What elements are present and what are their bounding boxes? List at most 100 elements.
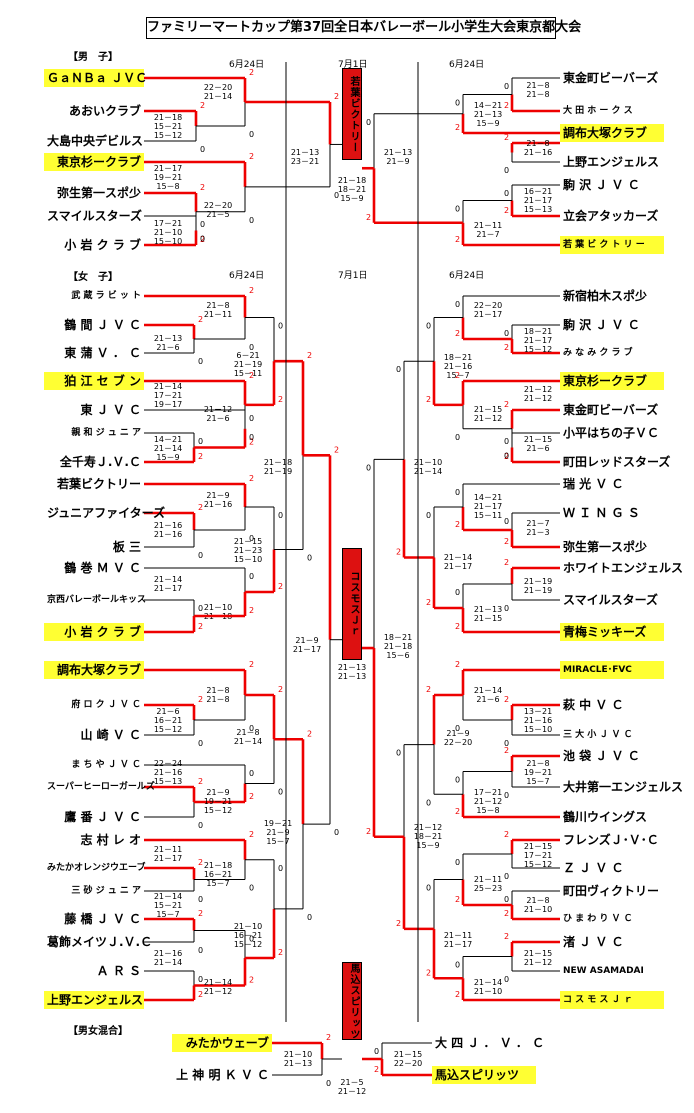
set-count: 0 — [396, 749, 401, 758]
set-count: 0 — [278, 322, 283, 331]
set-count: 2 — [278, 948, 283, 957]
set-count: 2 — [198, 777, 203, 786]
team-name: 大島中央デビルス — [47, 134, 144, 148]
team-name: 弥生第一スポ少 — [563, 540, 648, 554]
set-count: 0 — [504, 189, 509, 198]
set-count: 0 — [249, 935, 254, 944]
team-name: 萩 中 Ｖ Ｃ — [563, 698, 624, 712]
team-name: 調布大塚クラブ — [44, 661, 144, 679]
team-name: 板 三 — [112, 540, 141, 554]
set-count: 2 — [249, 474, 254, 483]
team-name: 馬込スピリッツ — [432, 1066, 536, 1084]
set-count: 2 — [366, 827, 371, 836]
set-count: 2 — [504, 558, 509, 567]
set-count: 2 — [366, 213, 371, 222]
set-count: 2 — [198, 990, 203, 999]
team-name: みたかオレンジウエーブ — [47, 863, 146, 873]
set-count: 2 — [200, 183, 205, 192]
set-count: 2 — [426, 685, 431, 694]
set-count: 2 — [200, 235, 205, 244]
set-count: 2 — [504, 343, 509, 352]
set-count: 2 — [334, 92, 339, 101]
team-name: 鷹 番 Ｊ Ｖ Ｃ — [64, 810, 141, 824]
team-name: 上 神 明 Ｋ Ｖ Ｃ — [176, 1068, 269, 1082]
set-count: 0 — [307, 554, 312, 563]
set-count: 0 — [249, 414, 254, 423]
team-name: 鶴川ウイングス — [563, 810, 648, 824]
set-count: 2 — [504, 537, 509, 546]
set-count: 2 — [426, 968, 431, 977]
set-count: 2 — [198, 315, 203, 324]
team-name: Ｗ Ｉ Ｎ Ｇ Ｓ — [563, 506, 640, 520]
team-name: 上野エンジェルス — [563, 155, 660, 169]
set-count: 2 — [249, 286, 254, 295]
team-name: 東金町ビーバーズ — [563, 403, 659, 417]
set-count: 2 — [455, 622, 460, 631]
set-count: 0 — [455, 488, 460, 497]
set-count: 0 — [374, 1047, 379, 1056]
set-count: 0 — [198, 975, 203, 984]
team-name: 東金町ビーバーズ — [563, 71, 659, 85]
set-count: 0 — [249, 572, 254, 581]
girls-champion-box: コスモスＪｒ — [342, 548, 362, 660]
set-count: 2 — [249, 792, 254, 801]
set-count: 0 — [198, 895, 203, 904]
set-count: 2 — [504, 746, 509, 755]
team-name: 東京杉ークラブ — [560, 372, 664, 390]
set-count: 2 — [504, 101, 509, 110]
set-count: 0 — [504, 329, 509, 338]
set-count: 0 — [249, 769, 254, 778]
set-count: 2 — [504, 909, 509, 918]
team-name: 三 大 小 Ｊ Ｖ Ｃ — [563, 730, 633, 740]
set-count: 2 — [249, 976, 254, 985]
team-name: 親 和 ジ ュ ニ ア — [71, 428, 141, 438]
set-count: 0 — [504, 604, 509, 613]
set-count: 0 — [326, 1079, 331, 1088]
set-count: 2 — [249, 438, 254, 447]
set-count: 2 — [455, 807, 460, 816]
set-count: 0 — [334, 828, 339, 837]
set-count: 2 — [504, 830, 509, 839]
team-name: ジュニアファイターズ — [47, 506, 166, 520]
team-name: フレンズＪ･Ｖ･Ｃ — [563, 833, 659, 847]
set-count: 2 — [504, 206, 509, 215]
set-count: 2 — [307, 729, 312, 738]
set-count: 0 — [426, 884, 431, 893]
team-name: 町田レッドスターズ — [563, 455, 671, 469]
team-name: 山 崎 Ｖ Ｃ — [80, 728, 141, 742]
set-count: 0 — [426, 511, 431, 520]
tournament-title: ファミリーマートカップ第37回全日本バレーボール小学生大会東京都大会 — [146, 17, 581, 39]
set-count: 2 — [278, 582, 283, 591]
set-count: 0 — [504, 82, 509, 91]
set-count: 2 — [455, 660, 460, 669]
team-name: 若葉ビクトリー — [56, 477, 141, 491]
